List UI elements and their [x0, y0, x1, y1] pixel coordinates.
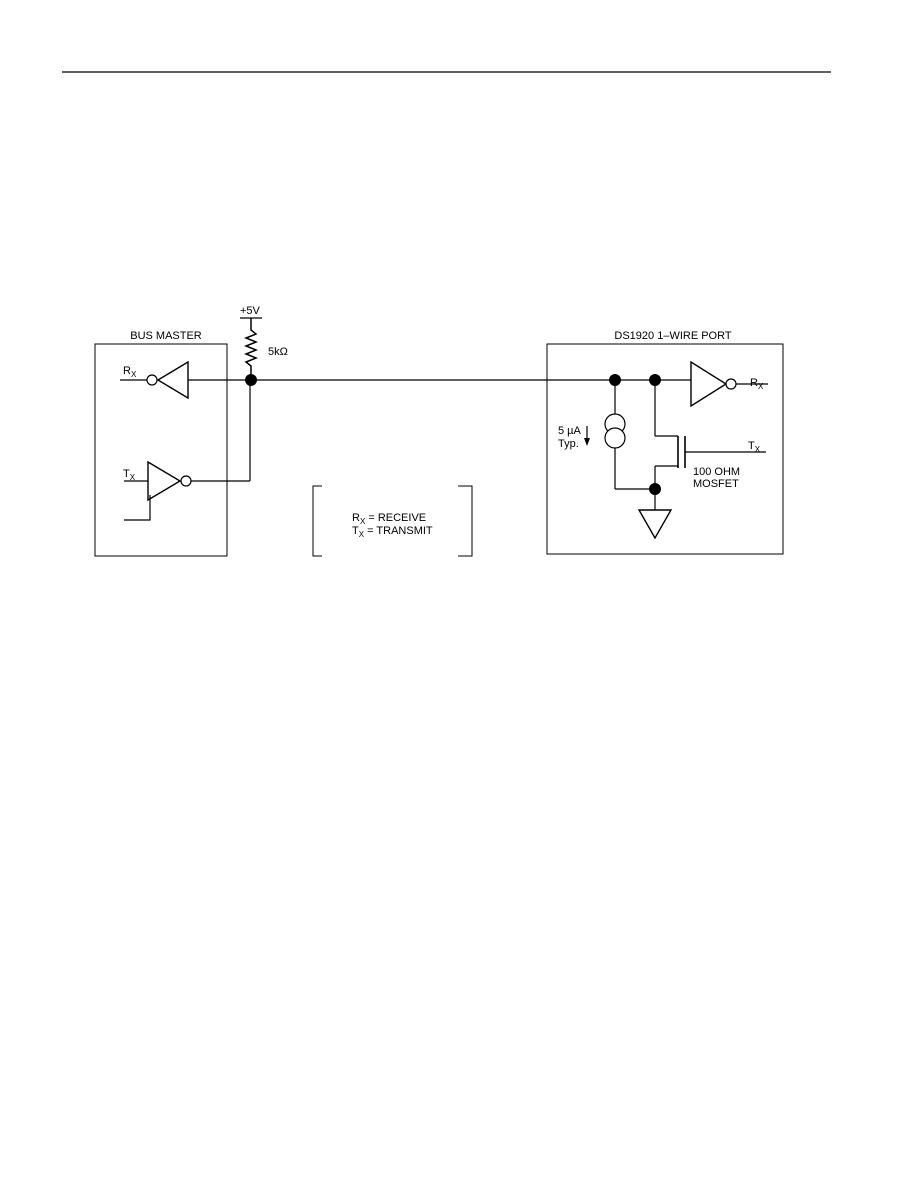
device-box [546, 343, 784, 555]
bus-master-rx-buffer [120, 360, 250, 400]
resistor-label: 5kΩ [268, 346, 288, 358]
pullup-resistor [243, 318, 259, 380]
bus-master-rx-label: RX [123, 365, 137, 379]
mosfet-label-line1: 100 OHM [693, 466, 740, 478]
legend-tx: TX = TRANSMIT [352, 525, 433, 539]
device-tx-label: TX [748, 440, 761, 454]
device-rx-label: RX [750, 377, 764, 391]
legend-rx: RX = RECEIVE [352, 512, 426, 526]
ground-icon [637, 509, 673, 540]
current-direction-arrow-icon [584, 426, 590, 446]
mosfet-label-line2: MOSFET [693, 478, 739, 490]
current-source-value: 5 µA [558, 425, 582, 437]
bus-master-box [94, 343, 228, 557]
device-rx-buffer [655, 360, 768, 408]
supply-label: +5V [240, 305, 261, 317]
bus-master-title: BUS MASTER [130, 330, 202, 342]
legend-brackets [312, 485, 473, 557]
bus-junction-master [245, 374, 257, 386]
current-source-note: Typ. [558, 438, 579, 450]
bus-master-tx-label: TX [123, 468, 136, 482]
device-title: DS1920 1–WIRE PORT [614, 330, 731, 342]
current-source [604, 380, 655, 490]
bus-master-tx-buffer [124, 380, 251, 521]
